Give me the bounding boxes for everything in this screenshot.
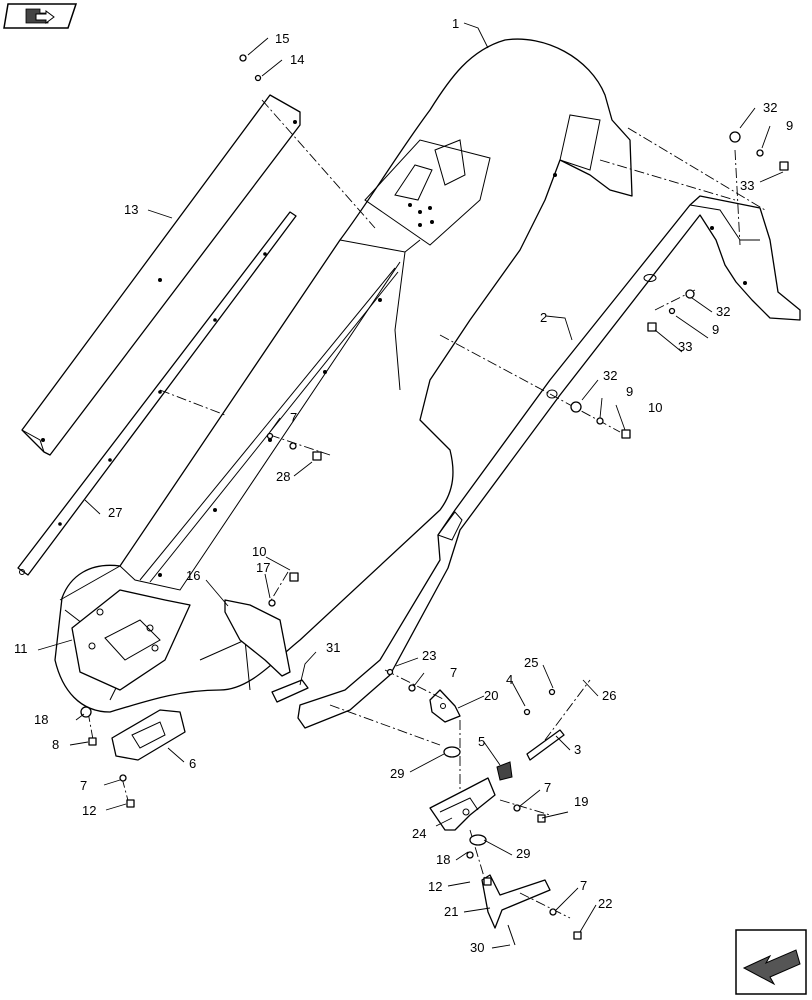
callout-12-left: 12	[82, 803, 96, 818]
callout-19: 19	[574, 794, 588, 809]
fasteners	[80, 54, 789, 946]
callout-28: 28	[276, 469, 290, 484]
callout-26: 26	[602, 688, 616, 703]
callout-32-low: 32	[603, 368, 617, 383]
trim-strip	[21, 94, 301, 456]
callout-18-right: 18	[436, 852, 450, 867]
callout-3: 3	[574, 742, 581, 757]
callout-27: 27	[108, 505, 122, 520]
callout-9-mid: 9	[712, 322, 719, 337]
callout-25: 25	[524, 655, 538, 670]
callout-2: 2	[540, 310, 547, 325]
callout-33-mid: 33	[678, 339, 692, 354]
fender-housing	[54, 38, 633, 713]
callout-32-top: 32	[763, 100, 777, 115]
callout-10-right: 10	[648, 400, 662, 415]
callout-7-mid: 7	[450, 665, 457, 680]
callout-29-lower: 29	[516, 846, 530, 861]
callout-14: 14	[290, 52, 304, 67]
folder-arrow-icon[interactable]	[3, 3, 78, 29]
center-lines	[87, 99, 766, 919]
callout-32-mid: 32	[716, 304, 730, 319]
next-page-arrow-icon[interactable]	[735, 929, 807, 995]
seal-strip	[17, 211, 297, 576]
support-arm	[297, 195, 801, 729]
callout-12-right: 12	[428, 879, 442, 894]
callout-18-left: 18	[34, 712, 48, 727]
callout-7-lower: 7	[580, 878, 587, 893]
callout-13: 13	[124, 202, 138, 217]
callout-8: 8	[52, 737, 59, 752]
callout-22: 22	[598, 896, 612, 911]
callout-7-right: 7	[544, 780, 551, 795]
callout-17: 17	[256, 560, 270, 575]
callout-10-left: 10	[252, 544, 266, 559]
callout-33-top: 33	[740, 178, 754, 193]
callout-9-low: 9	[626, 384, 633, 399]
small-bracket	[271, 679, 309, 703]
hinge-bracket	[429, 777, 496, 831]
callout-5: 5	[478, 734, 485, 749]
callout-23: 23	[422, 648, 436, 663]
callout-7-left: 7	[80, 778, 87, 793]
callout-30: 30	[470, 940, 484, 955]
callout-31: 31	[326, 640, 340, 655]
mount-bracket-plate	[71, 589, 191, 691]
callout-21: 21	[444, 904, 458, 919]
spring	[496, 761, 513, 781]
callout-6: 6	[189, 756, 196, 771]
callout-1: 1	[452, 16, 459, 31]
callout-labels: 1 15 14 13 27 32 9 33 2 32 9 33 32 9 10 …	[14, 16, 793, 955]
leader-lines	[37, 22, 784, 949]
callout-9-top: 9	[786, 118, 793, 133]
lever-arm	[481, 874, 551, 929]
callout-29-upper: 29	[390, 766, 404, 781]
callout-20: 20	[484, 688, 498, 703]
clamp	[429, 689, 461, 723]
callout-15: 15	[275, 31, 289, 46]
callout-24: 24	[412, 826, 426, 841]
callout-16: 16	[186, 568, 200, 583]
callout-4: 4	[506, 672, 513, 687]
callout-7-upper: 7	[290, 410, 297, 425]
cover-plate	[111, 709, 186, 761]
pin-rod	[526, 729, 565, 761]
callout-11: 11	[14, 641, 28, 656]
side-bracket	[224, 599, 291, 677]
